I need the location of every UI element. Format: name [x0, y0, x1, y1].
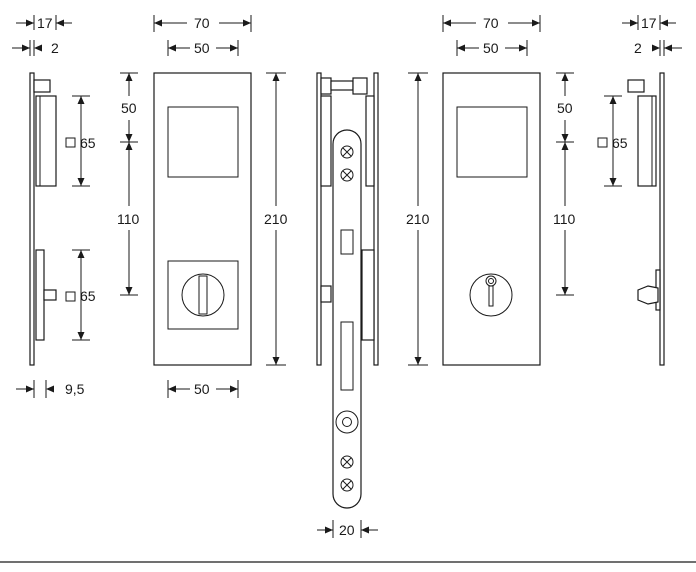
- dim-p2-210: 210: [406, 72, 430, 366]
- right-side-view: [627, 72, 665, 366]
- dim-label-lock-20: 20: [339, 522, 355, 538]
- dim-p2-50-top: 50: [456, 40, 528, 56]
- dim-label-right-2: 2: [634, 40, 642, 56]
- dim-p1-210: 210: [264, 72, 288, 366]
- dim-left-2: 2: [12, 40, 59, 56]
- screw-icon: [340, 145, 354, 159]
- dim-label-p1-50-bottom: 50: [194, 381, 210, 397]
- dim-label-9-5: 9,5: [65, 381, 85, 397]
- screw-icon: [340, 455, 354, 469]
- dim-label-p2-v110: 110: [553, 211, 576, 227]
- dim-left-17: 17: [16, 15, 72, 31]
- dim-label-p2-210: 210: [406, 211, 430, 227]
- front-plate-turn-knob: [153, 72, 252, 366]
- dim-label-p1-v110: 110: [117, 211, 140, 227]
- dim-label-p1-70: 70: [194, 15, 210, 31]
- dim-left-sq65-a: 65: [65, 95, 96, 187]
- left-side-view: [29, 72, 57, 366]
- dim-p2-70: 70: [442, 15, 541, 32]
- front-plate-keyhole: [442, 72, 541, 366]
- dim-p1-50-bottom: 50: [167, 380, 239, 398]
- dim-label-p2-50-top: 50: [483, 40, 499, 56]
- dim-label-p1-50-top: 50: [194, 40, 210, 56]
- dim-label-p2-v50: 50: [557, 100, 573, 116]
- dim-left-sq65-b: 65: [65, 249, 96, 341]
- dim-right-17: 17: [622, 15, 676, 31]
- dim-label-sq65-b: 65: [80, 288, 96, 304]
- dim-label-p1-210: 210: [264, 211, 288, 227]
- dim-p1-70: 70: [153, 15, 252, 32]
- dim-p1-v50: 50: [120, 72, 138, 143]
- screw-icon: [340, 168, 354, 182]
- dim-lock-20: 20: [317, 520, 378, 538]
- dim-label-right-17: 17: [641, 15, 657, 31]
- dim-label-p2-70: 70: [483, 15, 499, 31]
- dim-label-17: 17: [37, 15, 53, 31]
- dim-label-right-sq65: 65: [612, 135, 628, 151]
- dim-label-sq65-a: 65: [80, 135, 96, 151]
- dim-p2-v50: 50: [556, 72, 574, 143]
- dim-p1-v110: 110: [117, 142, 140, 296]
- center-lock-assembly: [316, 72, 379, 509]
- dim-right-2: 2: [634, 40, 682, 56]
- dim-left-9-5: 9,5: [16, 380, 85, 398]
- dim-p1-50-top: 50: [167, 40, 239, 56]
- dim-p2-v110: 110: [553, 142, 576, 296]
- dim-right-sq65: 65: [597, 95, 628, 187]
- screw-icon: [340, 478, 354, 492]
- dim-label-p1-v50: 50: [121, 100, 137, 116]
- dim-label-2: 2: [51, 40, 59, 56]
